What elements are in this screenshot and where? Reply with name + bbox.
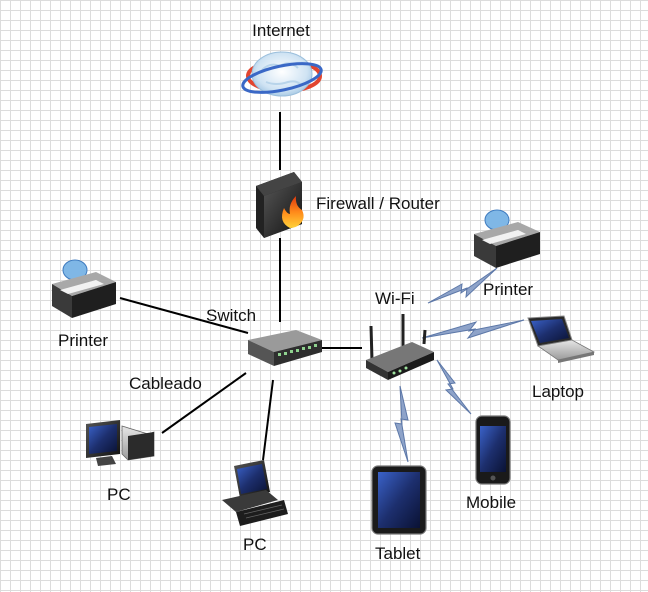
link-switch-printer [119,297,249,334]
wireless-links [394,267,525,463]
mobile-node: Mobile [466,415,516,512]
desktop-pc-icon [222,460,288,526]
internet-node: Internet [241,21,323,97]
wireless-bolt-laptop [421,319,525,339]
link-switch-pc-bottom [262,379,274,461]
pc-left-node: PC [86,420,155,504]
laptop-icon [527,315,596,363]
printer-wireless-label: Printer [483,280,533,299]
mobile-label: Mobile [466,493,516,512]
wifi-label: Wi-Fi [375,289,415,308]
printer-icon [474,209,540,268]
wireless-router-icon [366,314,434,380]
pc-bottom-label: PC [243,535,267,554]
cableado-label: Cableado [129,374,202,393]
pc-left-label: PC [107,485,131,504]
pc-bottom-node: PC [222,460,288,554]
tablet-label: Tablet [375,544,421,563]
internet-label: Internet [252,21,310,40]
switch-label: Switch [206,306,256,325]
globe-icon [241,51,323,97]
link-switch-pc-left [161,372,247,434]
wired-connections [119,112,362,461]
firewall-label: Firewall / Router [316,194,440,213]
tablet-node: Tablet [371,465,427,563]
firewall-icon [256,172,304,238]
laptop-label: Laptop [532,382,584,401]
tablet-icon [371,465,427,535]
wireless-bolt-mobile [436,359,472,415]
wifi-router-node: Wi-Fi [366,289,434,380]
wireless-bolt-tablet [394,385,409,463]
printer-icon [52,259,116,318]
firewall-node: Firewall / Router [256,172,440,238]
mobile-phone-icon [475,415,511,485]
laptop-node: Laptop [527,315,596,401]
wireless-bolt-printer [427,267,498,304]
switch-node: Switch [206,306,322,366]
desktop-pc-icon [86,420,155,466]
printer-wired-node: Printer [52,259,116,350]
network-switch-icon [248,330,322,366]
printer-wired-label: Printer [58,331,108,350]
printer-wireless-node: Printer [474,209,540,299]
